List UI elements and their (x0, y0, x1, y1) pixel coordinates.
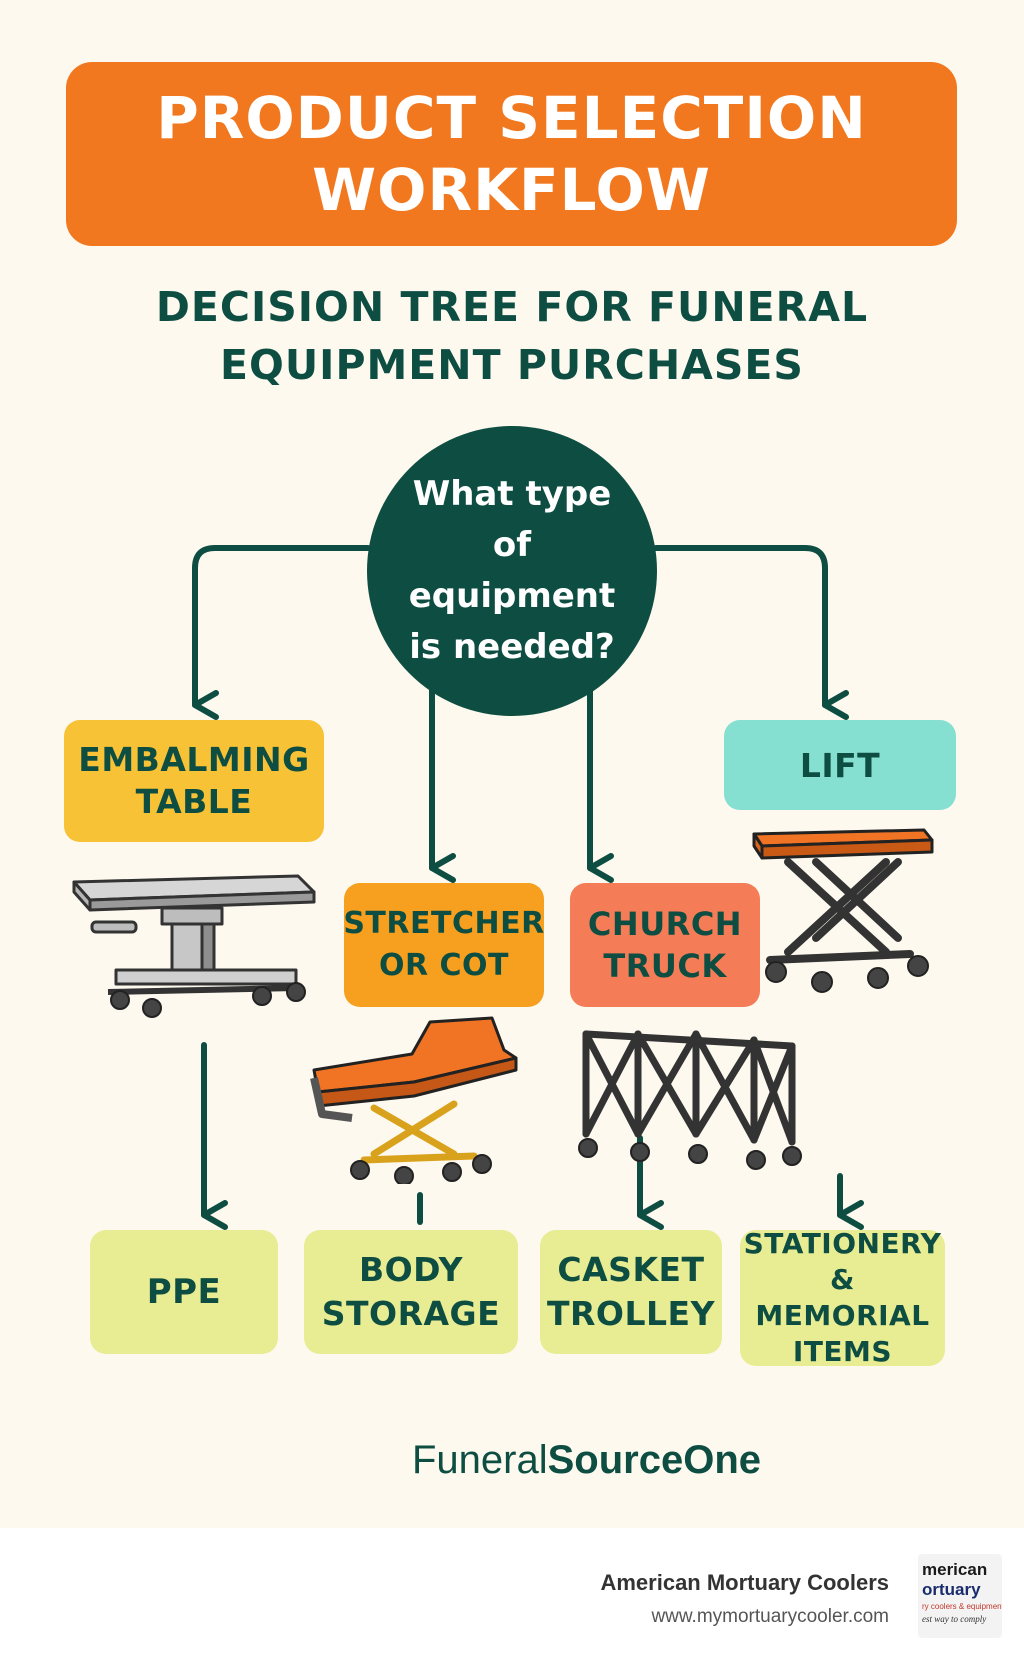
logo-text-1: merican (922, 1560, 988, 1579)
connector-lift (653, 545, 849, 720)
decision-question: What type of equipment is needed? (367, 426, 657, 716)
node-church-truck: CHURCH TRUCK (570, 883, 760, 1007)
casket-trolley-label: CASKET TROLLEY (547, 1250, 715, 1333)
body-storage-label: BODY STORAGE (321, 1250, 501, 1333)
page-title: PRODUCT SELECTION WORKFLOW (156, 84, 867, 224)
node-body-storage: BODY STORAGE (304, 1230, 518, 1354)
node-embalming-table: EMBALMING TABLE (64, 720, 324, 842)
logo-text-3: ry coolers & equipment (922, 1602, 1002, 1611)
company-logo: merican ortuary ry coolers & equipment e… (918, 1554, 1002, 1638)
church-truck-label: CHURCH TRUCK (587, 905, 743, 985)
node-stationery: STATIONERY & MEMORIAL ITEMS (740, 1227, 945, 1368)
brand-part-2: SourceOne (547, 1438, 762, 1482)
footer-url[interactable]: www.mymortuarycooler.com (651, 1606, 889, 1627)
question-text: What type of equipment is needed? (408, 474, 616, 667)
embalming-table-label: EMBALMING TABLE (78, 740, 310, 821)
stretcher-label: STRETCHER OR COT (343, 906, 545, 983)
node-lift: LIFT (724, 720, 956, 810)
title-banner: PRODUCT SELECTION WORKFLOW (66, 62, 957, 246)
stationery-label: STATIONERY & MEMORIAL ITEMS (743, 1227, 942, 1368)
connector-embalming (192, 545, 371, 720)
embalming-table-illustration (72, 874, 316, 1018)
footer: American Mortuary Coolers www.mymortuary… (0, 1528, 1024, 1666)
logo-text-4: est way to comply (922, 1614, 987, 1624)
stretcher-illustration (310, 1016, 518, 1184)
lift-illustration (752, 828, 934, 993)
subtitle: DECISION TREE FOR FUNERAL EQUIPMENT PURC… (155, 283, 869, 389)
footer-company-name: American Mortuary Coolers (600, 1570, 889, 1595)
ppe-label: PPE (146, 1272, 222, 1312)
logo-text-2: ortuary (922, 1580, 981, 1599)
church-truck-illustration (578, 1030, 802, 1170)
node-casket-trolley: CASKET TROLLEY (540, 1230, 722, 1354)
brand-logo: FuneralSourceOne (412, 1438, 761, 1483)
node-ppe: PPE (90, 1230, 278, 1354)
brand-part-1: Funeral (412, 1438, 548, 1482)
node-stretcher: STRETCHER OR COT (343, 883, 545, 1007)
lift-label: LIFT (799, 745, 881, 785)
